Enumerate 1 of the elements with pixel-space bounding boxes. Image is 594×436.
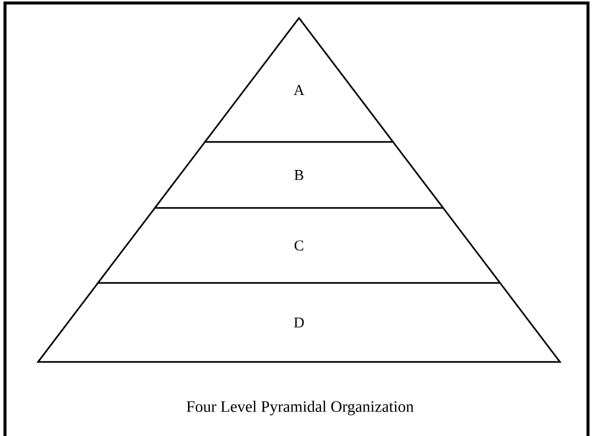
- caption: Four Level Pyramidal Organization: [186, 400, 414, 416]
